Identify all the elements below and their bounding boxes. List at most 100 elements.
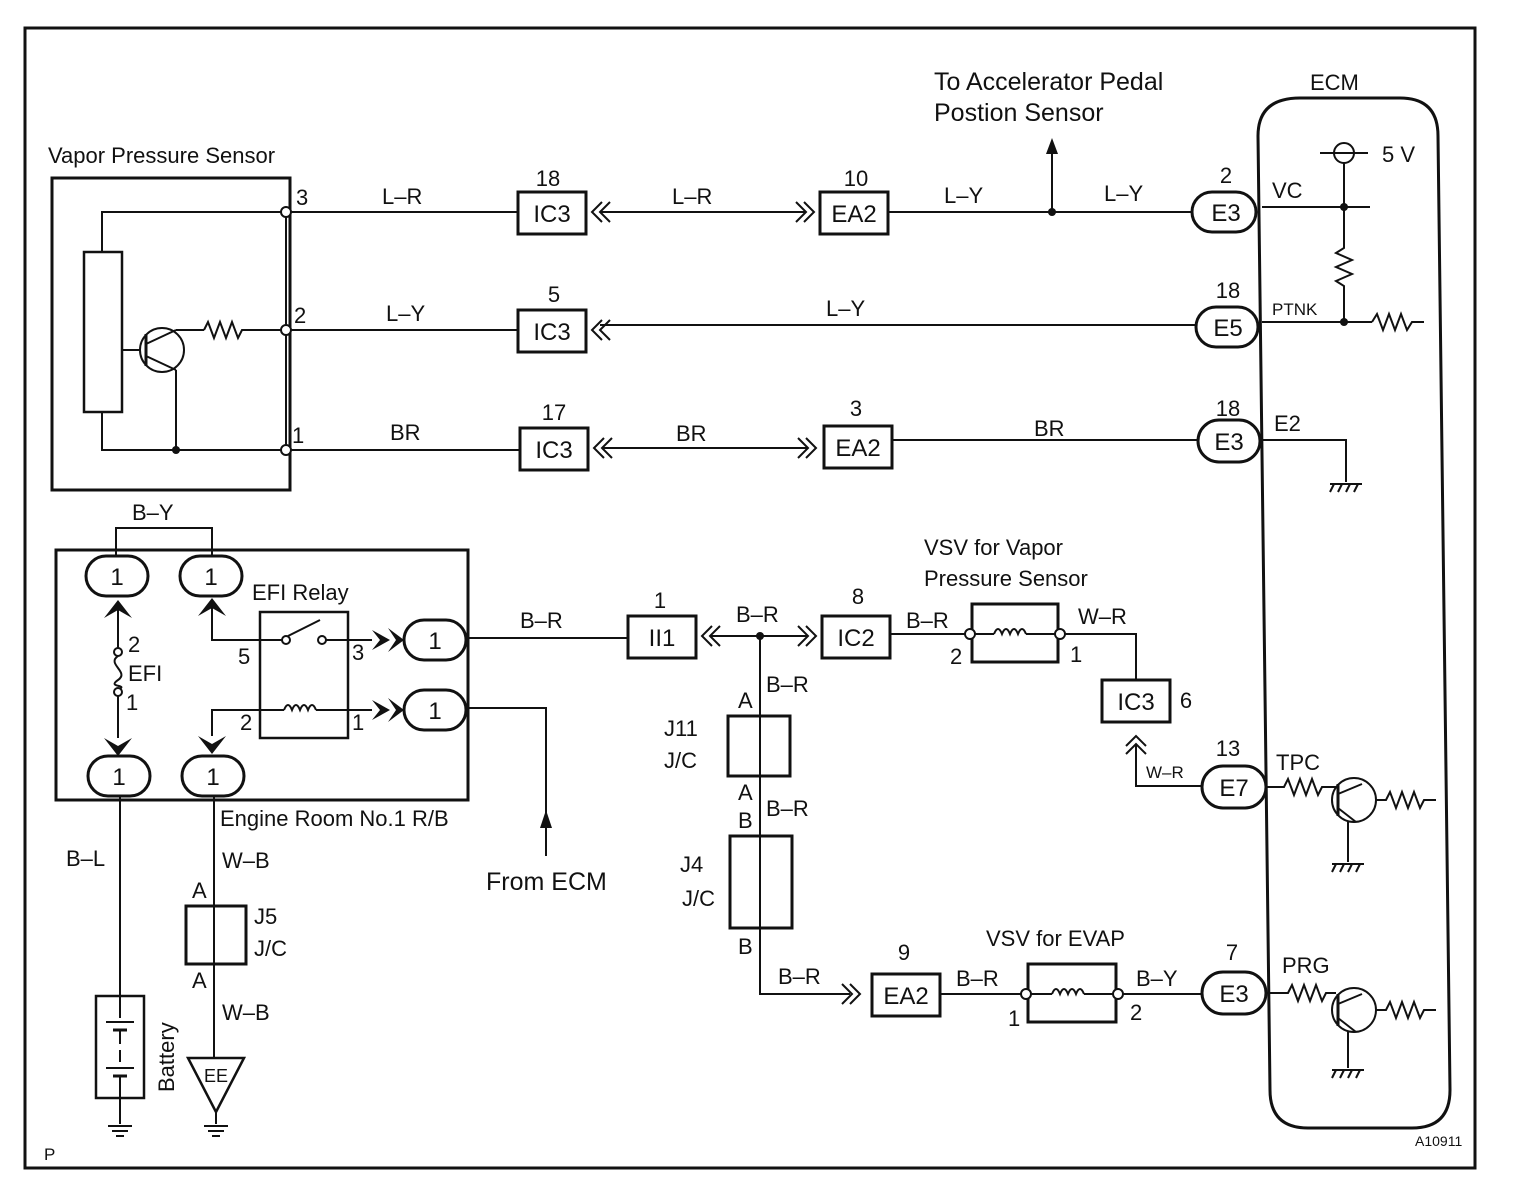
connector-arrow-icon (590, 201, 603, 223)
connector-pin: 6 (1180, 688, 1192, 713)
accelerator-note-line1: To Accelerator Pedal (934, 68, 1163, 96)
wire-label: L–R (672, 184, 712, 209)
vsv-pin: 2 (1130, 1000, 1142, 1025)
sensor-pin-2: 2 (294, 303, 306, 328)
connector-ea2-3 (822, 424, 894, 470)
jc-pin: A (738, 780, 753, 805)
ecm-terminal-vc: VC (1272, 178, 1303, 203)
figure-id: A10911 (1415, 1133, 1462, 1149)
terminal-arrow-icon (104, 600, 132, 618)
diagram-frame (23, 26, 1477, 1170)
wire-label: B–R (906, 608, 949, 633)
connector-code: IC3 (535, 437, 572, 464)
connector-arrow-icon (797, 625, 810, 647)
j11-sub-label: J/C (664, 748, 697, 773)
efi-fuse-label: EFI (128, 661, 162, 686)
prg-resistor-icon (1262, 982, 1336, 1004)
relay-coil-icon (283, 704, 317, 713)
fuse-pin-1: 1 (126, 690, 138, 715)
connector-code: E3 (1219, 981, 1248, 1008)
wire-label: W–R (1146, 763, 1184, 782)
wire-label: B–R (956, 966, 999, 991)
engine-room-rb-label: Engine Room No.1 R/B (220, 806, 449, 831)
vapor-pressure-sensor-title: Vapor Pressure Sensor (48, 143, 275, 168)
ecm-block: ECM 5 V VC PTNK E2 TPC (1256, 70, 1452, 1130)
rb-pin: 1 (428, 628, 441, 655)
wire-label: B–R (766, 796, 809, 821)
connector-e3-7 (1200, 970, 1268, 1016)
wire-label: L–Y (944, 183, 983, 208)
connector-pin: 13 (1216, 736, 1240, 761)
battery-circuit: B–L Battery (66, 796, 179, 1137)
efi-relay-label: EFI Relay (252, 580, 349, 605)
pullup-resistor-icon (1333, 207, 1355, 322)
connector-pin: 18 (1216, 278, 1240, 303)
from-ecm-label: From ECM (486, 868, 607, 896)
terminal-arrow-icon (198, 598, 226, 616)
j5-sub-label: J/C (254, 936, 287, 961)
connector-pin: 3 (850, 396, 862, 421)
ptnk-resistor-icon (1371, 311, 1424, 333)
vsv-vapor-title-line2: Pressure Sensor (924, 566, 1088, 591)
sensor-pin-3: 3 (296, 185, 308, 210)
vsv-pin: 2 (950, 644, 962, 669)
rb-pin-out-upper (402, 618, 468, 662)
wire-label: L–R (382, 184, 422, 209)
connector-e5-18 (1194, 305, 1260, 349)
jc-pin: A (192, 968, 207, 993)
supply-5v: 5 V (1382, 142, 1415, 167)
rb-pin-top-right (178, 554, 244, 598)
connector-code: IC3 (1117, 689, 1154, 716)
corner-letter: P (44, 1145, 55, 1164)
jc-pin: A (738, 688, 753, 713)
connector-arrow-icon (1125, 734, 1147, 747)
ground-ee-label: EE (204, 1066, 228, 1086)
j4-label: J4 (680, 852, 703, 877)
wire-label: BR (1034, 416, 1065, 441)
vsv-supply-circuit: B–R II1 1 B–R IC2 8 B–R VSV for Vapor Pr… (466, 535, 1268, 810)
sensor-pin-1: 1 (292, 423, 304, 448)
connector-code: E3 (1214, 429, 1243, 456)
vsv-vapor-title-line1: VSV for Vapor (924, 535, 1063, 560)
wire-label: L–Y (1104, 181, 1143, 206)
connector-pin: 5 (548, 282, 560, 307)
rb-pin: 1 (112, 764, 125, 791)
junction-chain: B–R A J11 J/C A B–R B J4 J/C B B–R EA2 9… (664, 636, 1268, 1031)
connector-ic3-6 (1100, 678, 1172, 724)
jc-pin: B (738, 808, 753, 833)
connector-e3-18 (1196, 418, 1262, 464)
wire-label: L–Y (386, 301, 425, 326)
connector-code: E7 (1219, 775, 1248, 802)
ecm-title: ECM (1310, 70, 1359, 95)
connector-code: EA2 (835, 435, 880, 462)
wire-label: W–B (222, 1000, 270, 1025)
sensor-resistor-icon (203, 319, 286, 341)
connector-arrow-icon (590, 319, 603, 341)
vsv-pin: 1 (1008, 1006, 1020, 1031)
tpc-resistor-icon (1262, 776, 1336, 798)
connector-pin: 17 (542, 400, 566, 425)
j11-label: J11 (664, 716, 698, 741)
connector-ic3-5 (516, 308, 588, 354)
wire-label: B–R (520, 608, 563, 633)
connector-pin: 8 (852, 584, 864, 609)
connector-code: EA2 (883, 983, 928, 1010)
connector-pin: 9 (898, 940, 910, 965)
connector-code: EA2 (831, 201, 876, 228)
wire-label: B–Y (132, 500, 174, 525)
wire-label: B–R (766, 672, 809, 697)
j4-sub-label: J/C (682, 886, 715, 911)
wire-label: BR (390, 420, 421, 445)
ecm-terminal-tpc: TPC (1276, 750, 1320, 775)
connector-pin: 18 (536, 166, 560, 191)
rb-pin-out-lower (402, 688, 468, 732)
connector-code: II1 (649, 625, 676, 652)
rb-pin: 1 (206, 764, 219, 791)
ground-circuit: W–B A J5 J/C A W–B EE (184, 796, 287, 1137)
ecm-terminal-e2: E2 (1274, 411, 1301, 436)
ecm-terminal-ptnk: PTNK (1272, 300, 1318, 319)
fuse-pin-2: 2 (128, 632, 140, 657)
fuse-icon (113, 655, 123, 691)
rb-pin: 1 (204, 564, 217, 591)
